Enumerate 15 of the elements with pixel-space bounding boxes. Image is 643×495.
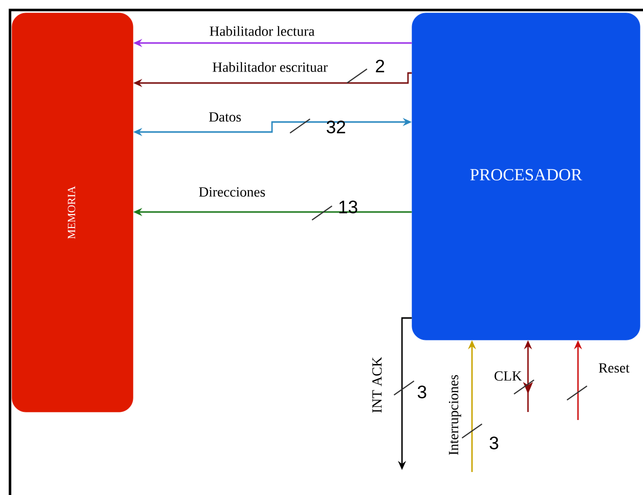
edge-label: Direcciones	[198, 187, 265, 197]
edge-label: INT ACK	[372, 356, 382, 413]
bus-width: 32	[326, 120, 346, 134]
bus-width: 13	[339, 200, 358, 214]
bus-width: 3	[418, 386, 426, 398]
edge-label: Habilitador lectura	[210, 26, 314, 36]
processor-block: PROCESADOR	[412, 12, 640, 340]
bus-width: 2	[376, 60, 384, 72]
edge-label: CLK	[494, 371, 522, 381]
edge-label: Reset	[598, 363, 630, 373]
edge-label: Interrupciones	[448, 375, 462, 455]
bus-width: 3	[490, 436, 498, 450]
memory-block: MEMORIA	[12, 12, 134, 412]
edge-label: Habilitador escrituar	[212, 62, 328, 72]
edge-label: Datos	[209, 112, 241, 122]
